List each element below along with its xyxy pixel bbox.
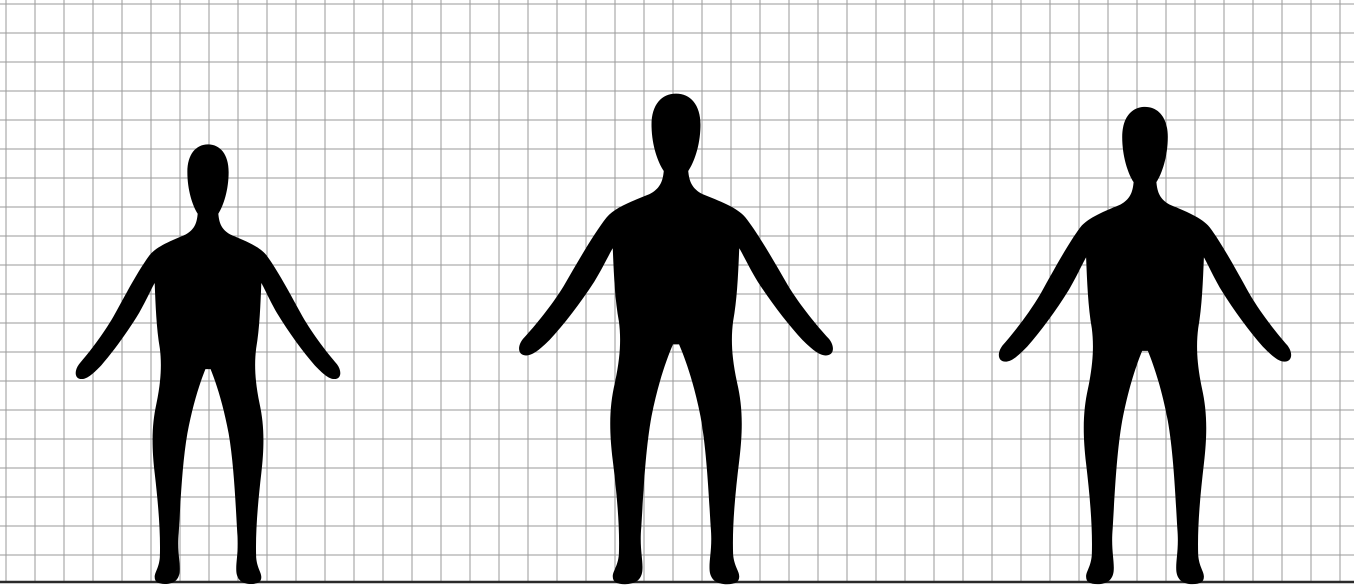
height-comparison-diagram <box>0 0 1354 587</box>
diagram-canvas <box>0 0 1354 587</box>
